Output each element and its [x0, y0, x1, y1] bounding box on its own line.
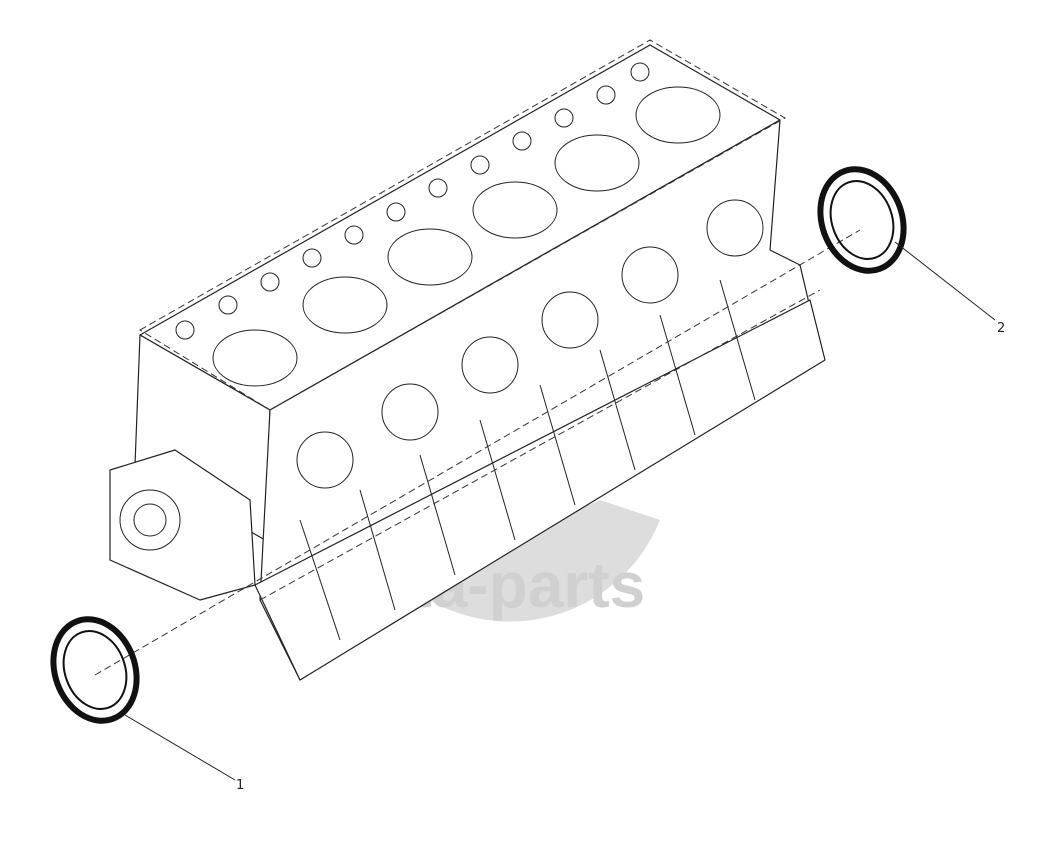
main-bearing-bores — [296, 199, 764, 489]
leader-line-2 — [894, 241, 996, 321]
callout-1[interactable]: 1 — [236, 778, 245, 793]
leader-line-1 — [124, 714, 236, 781]
head-bolt-holes — [175, 62, 650, 340]
oil-seal-ring-rear-icon — [817, 166, 907, 274]
cylinder-bores — [212, 86, 721, 387]
oil-seal-ring-front-icon — [50, 616, 140, 724]
crankshaft-axis-line — [94, 229, 861, 676]
callout-2[interactable]: 2 — [997, 321, 1006, 336]
cylinder-block-icon — [109, 39, 826, 681]
block-ribs — [299, 279, 756, 641]
